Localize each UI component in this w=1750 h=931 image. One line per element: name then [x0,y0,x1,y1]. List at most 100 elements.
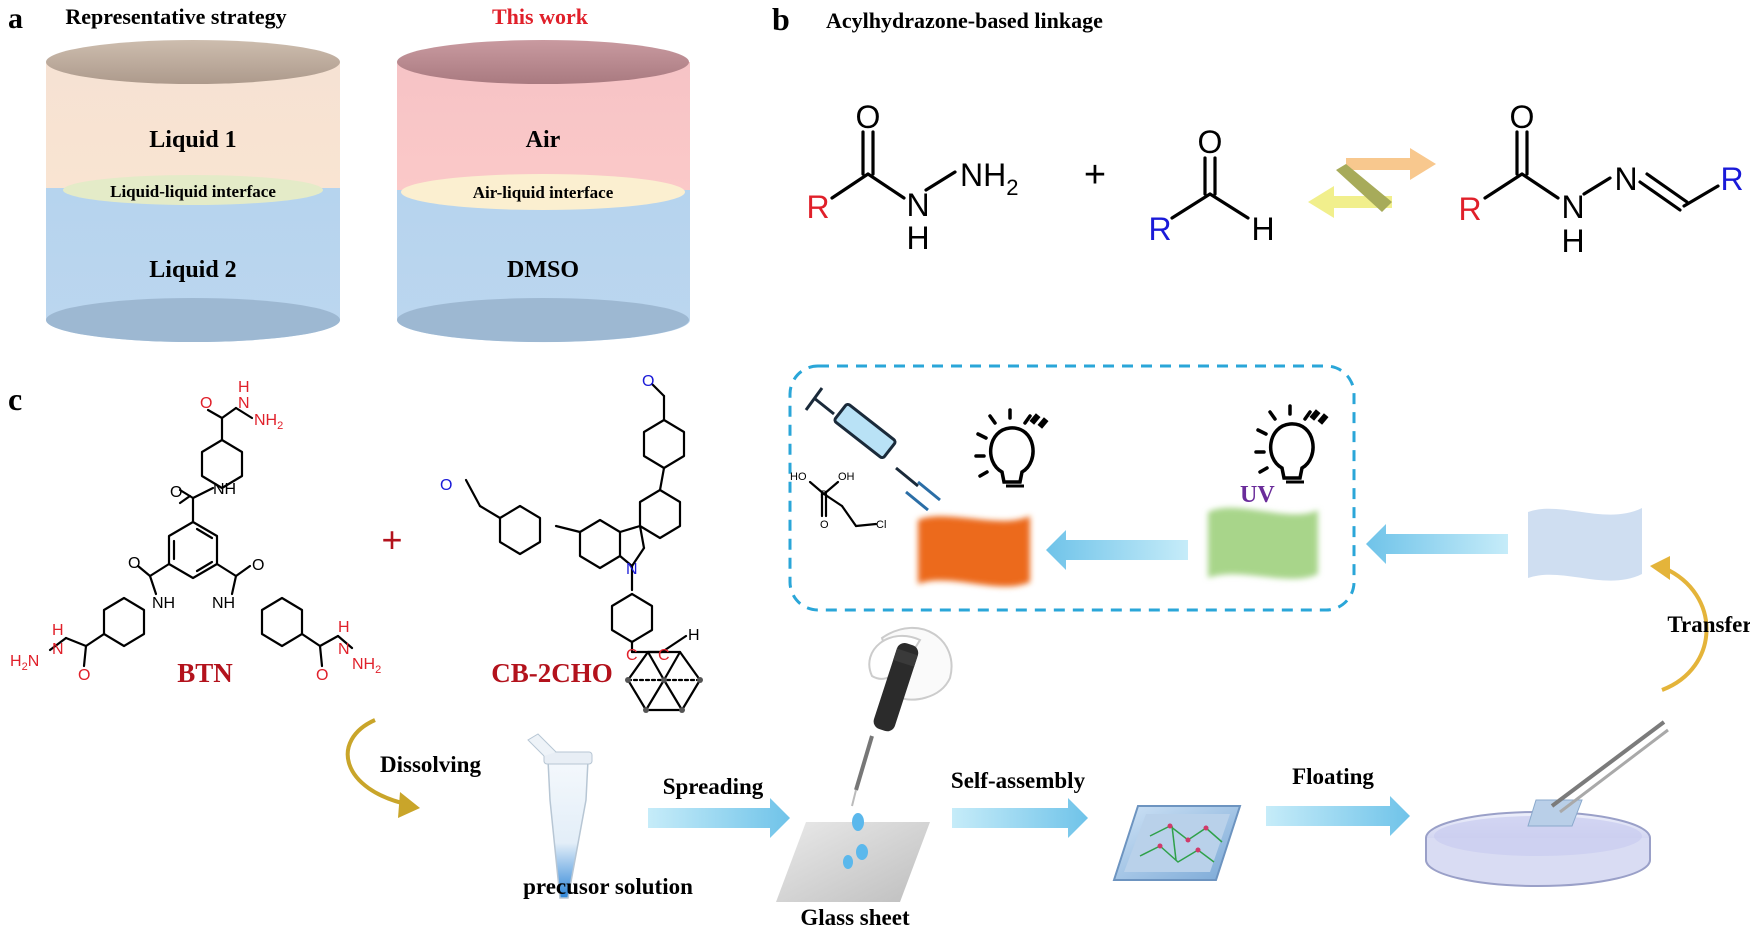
btn-h-br: H [338,619,350,636]
pa-p: P [820,489,827,501]
btn-nh-left: NH [152,595,175,612]
pale-film-icon [1528,508,1642,581]
btn-o-bl: O [78,667,90,684]
right-bottom-phase: DMSO [507,257,579,283]
left-top-phase: Liquid 1 [149,127,236,153]
cb2cho-name: CB-2CHO [491,658,613,688]
cb-h: H [688,627,700,644]
product-r-left: R [1458,191,1481,227]
left-cylinder: Liquid 1 Liquid-liquid interface Liquid … [46,40,340,342]
hydrazide-structure: O R N H NH2 [806,99,1018,256]
hydrazide-nh2: NH2 [960,157,1018,200]
pa-ho: HO [790,471,807,483]
petri-dish-icon [1425,799,1651,887]
cb-o-top: O [642,373,654,390]
assembled-film-icon [1112,805,1242,881]
btn-nh-right: NH [212,595,235,612]
item-glass: Glass sheet [800,905,910,930]
btn-o-left: O [128,555,140,572]
post-treatment-box [788,364,1356,612]
step-dissolving: Dissolving [380,752,481,777]
right-top-phase: Air [526,127,561,153]
btn-o-br: O [316,667,328,684]
phosphonic-acid-structure: HO OH P O Cl [790,471,886,531]
left-interface: Liquid-liquid interface [110,182,276,201]
step-spreading: Spreading [663,774,764,799]
btn-nh-top: NH [213,481,236,498]
uv-film-icon [1208,507,1318,579]
btn-nh2-right: NH2 [352,656,381,676]
syringe-icon [804,387,941,512]
panel-b: b Acylhydrazone-based linkage O R N H NH… [772,1,1744,259]
aldehyde-h: H [1251,211,1274,247]
pa-cl: Cl [876,519,886,531]
btn-n-top: N [238,395,250,412]
cb2cho-monomer-structure: O O N C C H [440,373,703,713]
right-cylinder-title: This work [492,4,589,29]
aldehyde-structure: O R H [1148,124,1274,247]
acylhydrazone-structure: O R N H N R [1458,99,1743,259]
btn-nh2-top: NH2 [254,412,283,432]
product-n1: N [1561,189,1584,225]
panel-a-label: a [8,2,23,35]
hydrazide-n: N [906,187,929,223]
lightbulb-icon-2 [974,408,1049,488]
product-n2: N [1614,161,1637,197]
btn-n-br: N [338,641,350,658]
to-functionalization-arrow-icon [1046,530,1188,570]
panel-c-label: c [8,381,22,417]
panel-c: c [8,364,1750,930]
lightbulb-icon [1254,404,1329,484]
cb-o-left: O [440,477,452,494]
btn-h-bl: H [52,622,64,639]
hydrazide-h: H [906,220,929,256]
dissolving-arrow-icon [345,718,420,818]
glass-sheet-icon [776,813,930,902]
step-self-assembly: Self-assembly [951,768,1086,793]
step-transfer: Transfer [1667,612,1750,637]
panel-a: a Representative strategy This work Liqu… [8,2,690,343]
btn-monomer-structure: O H N NH2 NH O O NH O NH O H N H2N O H N… [10,379,381,684]
pa-oh: OH [838,471,855,483]
aldehyde-r: R [1148,211,1171,247]
product-h: H [1561,223,1584,259]
tweezers-icon [1550,720,1669,814]
equilibrium-arrow-icon [1308,148,1436,218]
floating-arrow-icon [1266,796,1410,836]
left-bottom-phase: Liquid 2 [149,257,236,283]
product-o: O [1510,99,1535,135]
self-assembly-arrow-icon [952,798,1088,838]
panel-b-label: b [772,1,790,37]
btn-o-right: O [252,557,264,574]
spreading-arrow-icon [648,798,790,838]
panel-c-plus: + [381,519,402,560]
eppendorf-tube-icon [527,733,593,899]
left-cylinder-title: Representative strategy [65,4,286,29]
pipette-glove-icon [851,626,953,807]
hydrazide-r: R [806,189,829,225]
btn-o-mid: O [170,484,182,501]
step-floating: Floating [1292,764,1374,789]
hydrazide-o: O [856,99,881,135]
functionalized-film-icon [918,516,1030,587]
right-interface: Air-liquid interface [473,183,614,202]
pa-o: O [820,519,829,531]
transfer-arrow-icon [1650,556,1709,692]
cb-c2: C [658,647,670,664]
aldehyde-o: O [1198,124,1223,160]
cb-c1: C [626,647,638,664]
panel-b-title: Acylhydrazone-based linkage [826,8,1103,33]
btn-name: BTN [177,658,233,688]
right-cylinder: Air Air-liquid interface DMSO [397,40,690,343]
btn-n-bl: N [52,641,64,658]
btn-h2n-left: H2N [10,653,39,673]
uv-label: UV [1240,482,1275,508]
to-uv-arrow-icon [1366,524,1508,564]
btn-o-top: O [200,395,212,412]
item-precursor: precusor solution [523,874,693,899]
panel-b-plus: + [1084,154,1106,196]
btn-h-top: H [238,379,250,396]
product-r-right: R [1720,161,1743,197]
cb-n: N [626,561,638,578]
